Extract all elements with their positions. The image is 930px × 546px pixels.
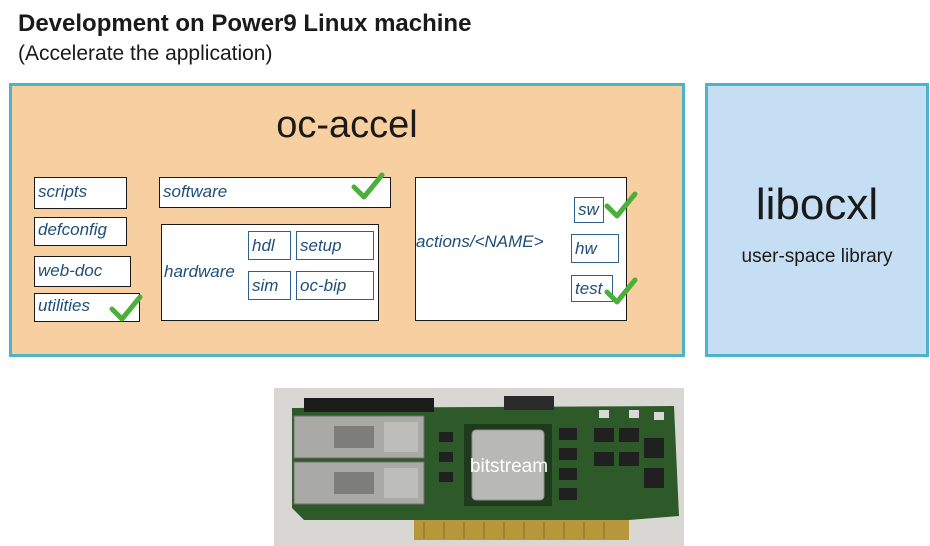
test-box: test: [571, 275, 613, 302]
sim-label: sim: [252, 276, 279, 295]
oc-accel-title: oc-accel: [276, 104, 418, 146]
page-subtitle: (Accelerate the application): [18, 42, 273, 65]
hardware-label: hardware: [164, 262, 235, 281]
scripts-label: scripts: [38, 182, 88, 201]
software-box: software: [159, 177, 391, 208]
check-icon: [109, 294, 143, 322]
check-icon: [604, 277, 638, 305]
page-title: Development on Power9 Linux machine: [18, 10, 472, 37]
setup-box: setup: [296, 231, 374, 260]
hw-box: hw: [571, 234, 619, 263]
hw-label: hw: [575, 239, 597, 258]
setup-label: setup: [300, 236, 342, 255]
web-doc-box: web-doc: [34, 256, 131, 287]
actions-label: actions/<NAME>: [416, 232, 544, 251]
test-label: test: [575, 279, 603, 298]
oc-bip-box: oc-bip: [296, 271, 374, 300]
utilities-label: utilities: [38, 296, 90, 315]
defconfig-box: defconfig: [34, 217, 127, 246]
libocxl-subtitle: user-space library: [741, 246, 893, 267]
sw-label: sw: [578, 200, 599, 219]
check-icon: [604, 191, 638, 219]
hardware-box: hardware hdl setup sim oc-bip: [161, 224, 379, 321]
utilities-box: utilities: [34, 293, 140, 322]
libocxl-panel: libocxl user-space library: [705, 83, 929, 357]
bitstream-label: bitstream: [469, 456, 549, 477]
sim-box: sim: [248, 271, 291, 300]
hdl-box: hdl: [248, 231, 291, 260]
defconfig-label: defconfig: [38, 220, 107, 239]
oc-bip-label: oc-bip: [300, 276, 347, 295]
scripts-box: scripts: [34, 177, 127, 209]
web-doc-label: web-doc: [38, 261, 103, 280]
fpga-board-image: bitstream: [274, 388, 684, 546]
check-icon: [351, 172, 385, 200]
hdl-label: hdl: [252, 236, 275, 255]
software-label: software: [163, 182, 228, 201]
libocxl-title: libocxl: [755, 180, 879, 229]
oc-accel-panel: oc-accel scripts defconfig web-doc utili…: [9, 83, 685, 357]
actions-box: actions/<NAME> sw hw test: [415, 177, 627, 321]
sw-box: sw: [574, 197, 604, 223]
